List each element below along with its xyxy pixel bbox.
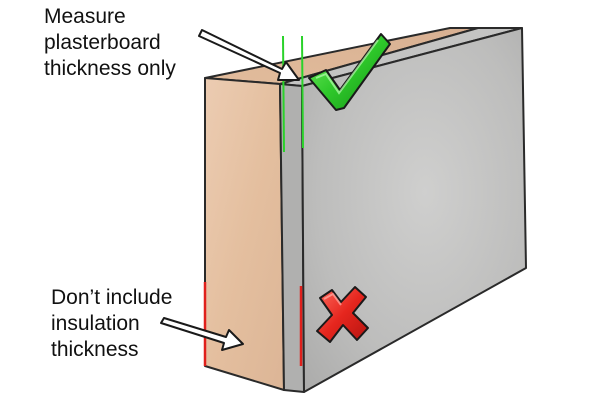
caption-top-line-2: plasterboard [44,31,161,54]
bottom-pointer-arrow-icon [160,317,244,351]
plasterboard-measure-line-left [282,35,285,153]
top-pointer-arrow-icon [198,29,300,81]
green-check-icon [308,33,391,111]
red-cross-icon [316,286,369,343]
plasterboard-measure-caption: Measure plasterboard thickness only [44,4,176,82]
caption-bottom-line-3: thickness [51,338,139,361]
insulation-front-face [204,77,285,391]
caption-top-line-3: thickness only [44,57,176,80]
plasterboard-measure-line-right [301,35,304,149]
caption-bottom-line-1: Don’t include [51,286,173,309]
caption-bottom-line-2: insulation [51,312,140,335]
insulation-exclude-caption: Don’t include insulation thickness [51,285,172,363]
caption-top-line-1: Measure [44,5,126,28]
